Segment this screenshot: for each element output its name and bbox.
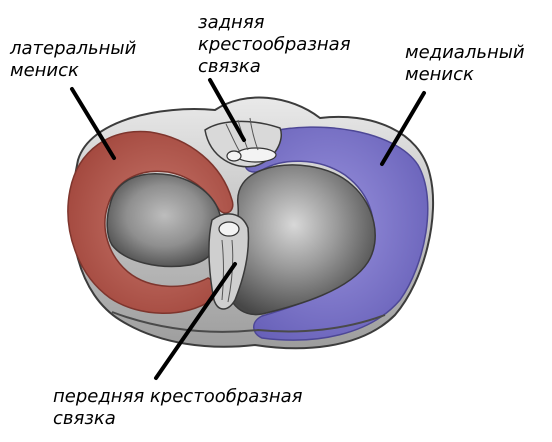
- label-posterior-cruciate-ligament: задняя крестообразная связка: [198, 12, 351, 78]
- pointer-line-posterior-ligament: [208, 78, 246, 142]
- label-posterior-ligament-line1: задняя: [198, 12, 265, 33]
- label-posterior-ligament-line2: крестообразная: [198, 34, 351, 55]
- medial-articular-surface: [226, 164, 376, 316]
- label-lateral-meniscus-line2: мениск: [10, 60, 79, 81]
- label-lateral-meniscus: латеральный мениск: [10, 38, 136, 82]
- label-posterior-ligament-line3: связка: [198, 56, 261, 77]
- label-anterior-ligament-line1: передняя крестообразная: [53, 386, 303, 407]
- pointer-line-medial-meniscus: [380, 91, 426, 166]
- label-medial-meniscus: медиальный мениск: [405, 42, 525, 86]
- label-anterior-cruciate-ligament: передняя крестообразная связка: [53, 386, 302, 430]
- pointer-line-anterior-ligament: [154, 262, 237, 380]
- pointer-line-lateral-meniscus: [70, 87, 116, 160]
- anterior-tibial-rim: [111, 311, 386, 333]
- label-lateral-meniscus-line1: латеральный: [10, 38, 137, 59]
- label-anterior-ligament-line2: связка: [53, 408, 116, 429]
- label-medial-meniscus-line2: мениск: [405, 64, 474, 85]
- label-medial-meniscus-line1: медиальный: [405, 42, 525, 63]
